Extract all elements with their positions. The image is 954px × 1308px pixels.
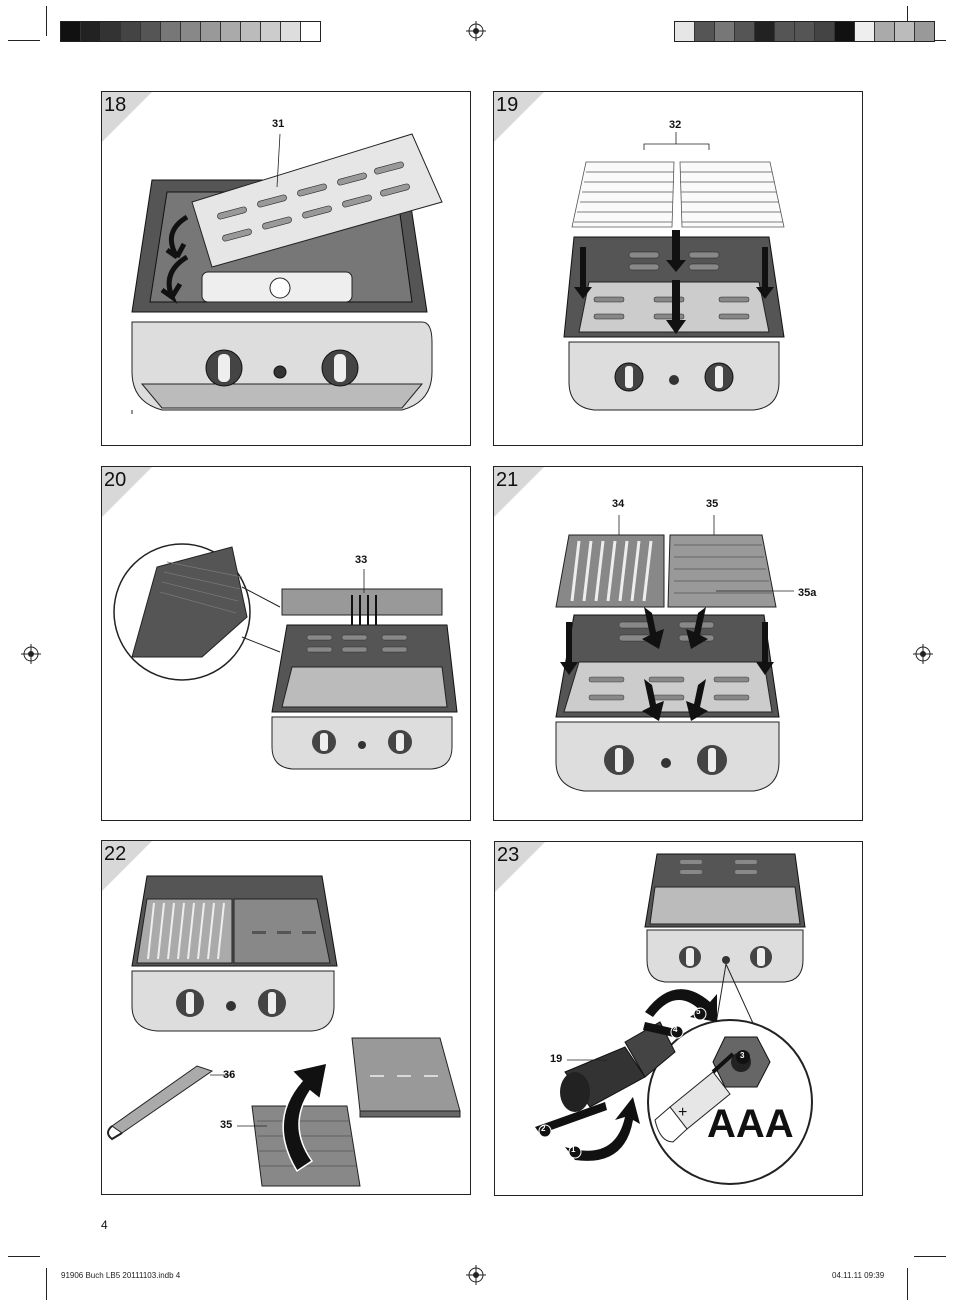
callout-label: 35a xyxy=(798,587,817,599)
color-swatch xyxy=(834,22,854,41)
figure-number: 22 xyxy=(104,843,127,865)
color-swatch xyxy=(914,22,934,41)
color-swatch xyxy=(854,22,874,41)
callout-label: 34 xyxy=(612,498,625,510)
step-2: 2 xyxy=(541,1124,546,1133)
color-swatch xyxy=(754,22,774,41)
color-swatch xyxy=(180,22,200,41)
color-swatch xyxy=(894,22,914,41)
color-swatch xyxy=(774,22,794,41)
grill-illustration-19 xyxy=(563,132,785,411)
grill-illustration-23: + xyxy=(535,853,813,1185)
color-swatch xyxy=(140,22,160,41)
figure-23-panel: 23 + 19 AAA 1 2 3 xyxy=(494,841,863,1196)
color-swatch xyxy=(240,22,260,41)
callout-label: 31 xyxy=(272,118,285,130)
grill-illustration-20 xyxy=(113,543,458,770)
crop-mark-bl-h xyxy=(8,1256,40,1257)
color-swatch xyxy=(874,22,894,41)
callout-label: 35 xyxy=(706,498,719,510)
color-swatch xyxy=(694,22,714,41)
callout-label: 36 xyxy=(223,1069,236,1081)
footer-file-name: 91906 Buch LB5 20111103.indb 4 xyxy=(61,1271,181,1280)
color-swatch xyxy=(300,22,320,41)
color-bar-left xyxy=(60,21,321,42)
registration-target-top xyxy=(466,21,486,41)
figure-18-panel: 18 31 xyxy=(101,91,471,446)
battery-type-label: AAA xyxy=(707,1102,794,1146)
color-swatch xyxy=(734,22,754,41)
figure-number: 19 xyxy=(496,94,519,116)
callout-label: 35 xyxy=(220,1119,233,1131)
color-swatch xyxy=(100,22,120,41)
color-swatch xyxy=(675,22,694,41)
figure-corner xyxy=(102,841,152,891)
color-swatch xyxy=(714,22,734,41)
color-swatch xyxy=(200,22,220,41)
figure-number: 18 xyxy=(104,94,127,116)
color-swatch xyxy=(80,22,100,41)
color-bar-right xyxy=(674,21,935,42)
figure-corner xyxy=(102,467,152,517)
figure-number: 21 xyxy=(496,469,519,491)
grill-illustration-22 xyxy=(107,875,461,1187)
registration-target-left xyxy=(21,644,41,664)
color-swatch xyxy=(794,22,814,41)
grill-illustration-18 xyxy=(131,133,443,414)
color-swatch xyxy=(220,22,240,41)
figure-corner xyxy=(102,92,152,142)
figure-22-panel: 22 xyxy=(101,840,471,1195)
callout-label: 32 xyxy=(669,119,682,131)
color-swatch xyxy=(160,22,180,41)
grill-illustration-21 xyxy=(555,515,794,792)
battery-plus-sign: + xyxy=(678,1104,687,1121)
footer-date-time: 04.11.11 09:39 xyxy=(832,1271,885,1280)
crop-mark-tl-v xyxy=(46,6,47,36)
figure-corner xyxy=(494,92,544,142)
figure-number: 23 xyxy=(497,844,520,866)
figure-number: 20 xyxy=(104,469,127,491)
color-swatch xyxy=(814,22,834,41)
step-3: 3 xyxy=(740,1051,745,1060)
registration-target-bottom xyxy=(466,1265,486,1285)
step-4: 4 xyxy=(673,1025,678,1034)
callout-label: 19 xyxy=(550,1053,563,1065)
figure-corner xyxy=(495,842,545,892)
crop-mark-tl-h xyxy=(8,40,40,41)
color-swatch xyxy=(61,22,80,41)
figure-corner xyxy=(494,467,544,517)
color-swatch xyxy=(280,22,300,41)
step-5: 5 xyxy=(696,1007,701,1016)
figure-21-panel: 21 xyxy=(493,466,863,821)
crop-mark-br-v xyxy=(907,1268,908,1300)
color-swatch xyxy=(120,22,140,41)
crop-mark-br-h xyxy=(914,1256,946,1257)
color-swatch xyxy=(260,22,280,41)
figure-20-panel: 20 33 xyxy=(101,466,471,821)
figure-19-panel: 19 32 xyxy=(493,91,863,446)
registration-target-right xyxy=(913,644,933,664)
callout-label: 33 xyxy=(355,554,368,566)
crop-mark-bl-v xyxy=(46,1268,47,1300)
page-number: 4 xyxy=(101,1218,108,1232)
step-1: 1 xyxy=(571,1145,576,1154)
